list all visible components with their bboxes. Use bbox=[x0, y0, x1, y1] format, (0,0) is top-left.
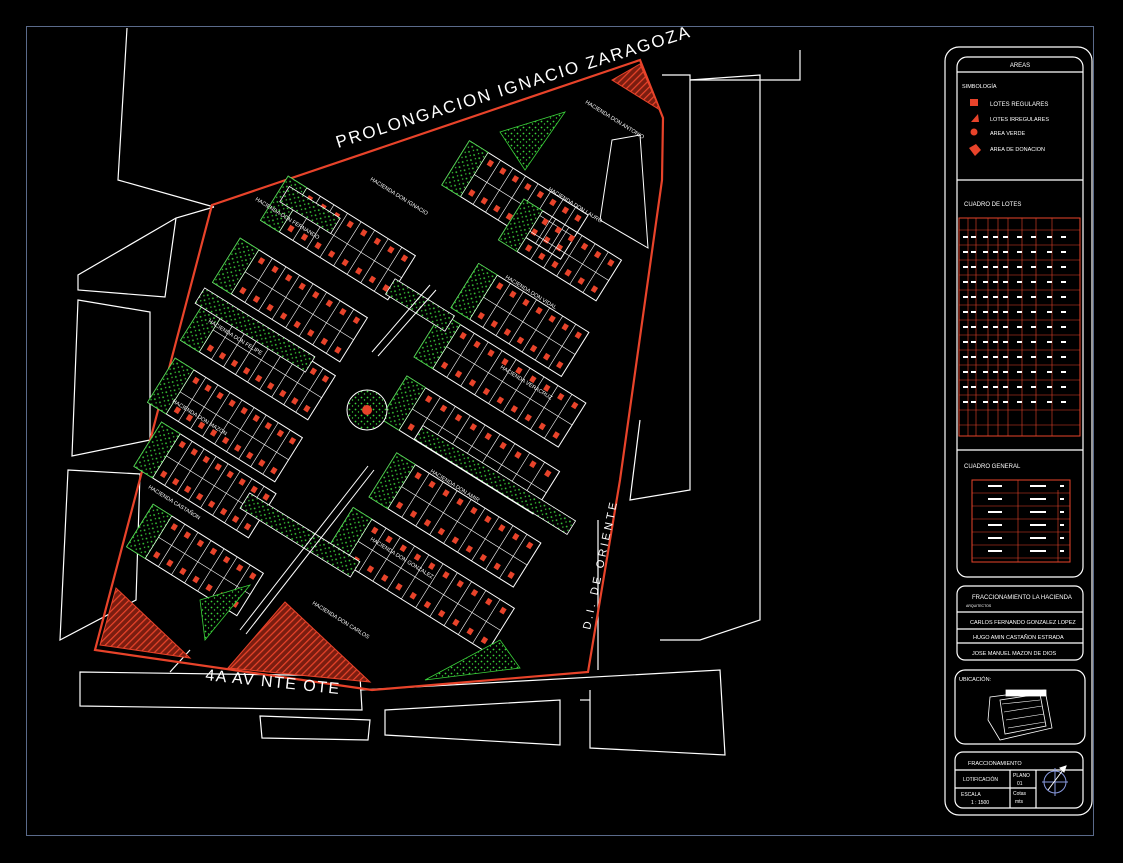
legend-label: AREA DE DONACION bbox=[990, 147, 1045, 153]
block bbox=[211, 237, 369, 363]
location-label: UBICACIÓN: bbox=[959, 676, 992, 683]
blocks-layer bbox=[125, 111, 649, 681]
general-table bbox=[971, 479, 1071, 563]
architect-name: JOSE MANUEL MAZON DE DIOS bbox=[972, 651, 1056, 657]
site-boundary bbox=[93, 58, 665, 692]
legend-label: LOTES REGULARES bbox=[990, 102, 1048, 108]
block bbox=[125, 503, 265, 617]
location-map bbox=[987, 689, 1053, 741]
regular-lot-icon bbox=[970, 99, 978, 106]
escala-label: ESCALA bbox=[961, 792, 981, 798]
donation-area-icon bbox=[969, 144, 981, 156]
legend-label: LOTES IRREGULARES bbox=[990, 117, 1049, 123]
cotas-label: Cotas bbox=[1013, 791, 1027, 797]
green-area-icon bbox=[970, 128, 978, 136]
lots-table-title: CUADRO DE LOTES bbox=[964, 202, 1021, 208]
legend-title: SIMBOLOGÍA bbox=[962, 83, 997, 90]
legend-label: AREA VERDE bbox=[990, 131, 1025, 137]
donation-areas bbox=[99, 63, 662, 683]
architects-label: ARQUITECTOS bbox=[966, 604, 992, 608]
block-label: HACIENDA DON MAZON bbox=[171, 399, 228, 438]
irregular-lot-icon bbox=[971, 114, 979, 122]
lotificacion-label: LOTIFICACIÓN bbox=[963, 776, 998, 783]
block bbox=[497, 198, 623, 302]
roundabout bbox=[346, 389, 388, 431]
block bbox=[413, 312, 587, 448]
block-label: HACIENDA DON IGNACIO bbox=[369, 177, 429, 218]
block-label: HACIENDA DON ANTONIO bbox=[584, 100, 646, 142]
north-arrow-icon bbox=[1042, 765, 1068, 796]
legend-green-area: AREA VERDE bbox=[970, 128, 1025, 137]
fraccionamiento-label: FRACCIONAMIENTO bbox=[968, 761, 1022, 767]
legend-irregular-lots: LOTES IRREGULARES bbox=[971, 114, 1049, 123]
block bbox=[368, 452, 542, 588]
title-panel bbox=[944, 46, 1093, 816]
medians bbox=[239, 284, 437, 635]
areas-title: AREAS bbox=[1010, 63, 1030, 69]
project-title: FRACCIONAMIENTO LA HACIENDA bbox=[972, 595, 1072, 601]
architect-name: HUGO AMIN CASTAÑON ESTRADA bbox=[973, 634, 1064, 641]
cotas-value: mts bbox=[1015, 799, 1024, 805]
legend-donation-area: AREA DE DONACION bbox=[969, 144, 1045, 156]
architect-name: CARLOS FERNANDO GONZALEZ LOPEZ bbox=[970, 620, 1076, 626]
drawing-frame bbox=[26, 26, 1094, 836]
lots-table bbox=[958, 217, 1081, 437]
block-label: HACIENDA DON GONZALEZ bbox=[369, 537, 435, 581]
general-table-title: CUADRO GENERAL bbox=[964, 464, 1021, 470]
block bbox=[133, 421, 277, 539]
legend-regular-lots: LOTES REGULARES bbox=[970, 99, 1048, 108]
escala-value: 1 : 1500 bbox=[971, 800, 989, 806]
block-labels: HACIENDA DON FERNANDO HACIENDA DON IGNAC… bbox=[147, 100, 646, 641]
plano-label: PLANO bbox=[1013, 773, 1030, 779]
plano-number: 01 bbox=[1017, 781, 1023, 787]
street-name-east: D.I. DE ORIENTE bbox=[581, 499, 620, 631]
block bbox=[146, 357, 304, 483]
block bbox=[450, 262, 590, 378]
